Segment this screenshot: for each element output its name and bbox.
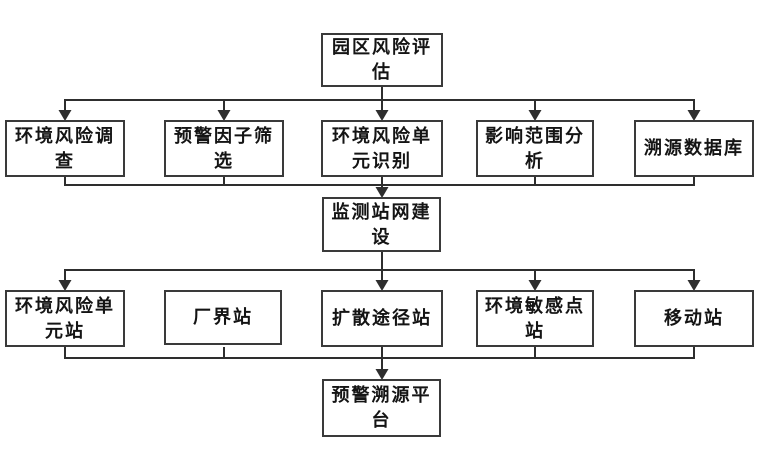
node-diffusion-path-station: 扩散途径站 xyxy=(321,290,443,347)
node-env-risk-unit-station: 环境风险单 元站 xyxy=(5,290,125,347)
node-factory-boundary-station: 厂界站 xyxy=(164,290,282,345)
node-warning-traceability-platform: 预警溯源平 台 xyxy=(322,379,441,437)
node-monitoring-network-construction: 监测站网建 设 xyxy=(322,197,441,252)
node-traceability-database: 溯源数据库 xyxy=(634,120,754,177)
node-env-risk-survey: 环境风险调 查 xyxy=(5,120,125,177)
node-env-risk-unit-identification: 环境风险单 元识别 xyxy=(321,120,443,177)
node-env-sensitive-point-station: 环境敏感点 站 xyxy=(476,290,594,347)
node-impact-scope-analysis: 影响范围分 析 xyxy=(476,120,594,177)
node-mobile-station: 移动站 xyxy=(634,290,754,347)
node-warning-factor-screening: 预警因子筛 选 xyxy=(164,120,284,177)
node-park-risk-assessment: 园区风险评 估 xyxy=(321,33,443,87)
